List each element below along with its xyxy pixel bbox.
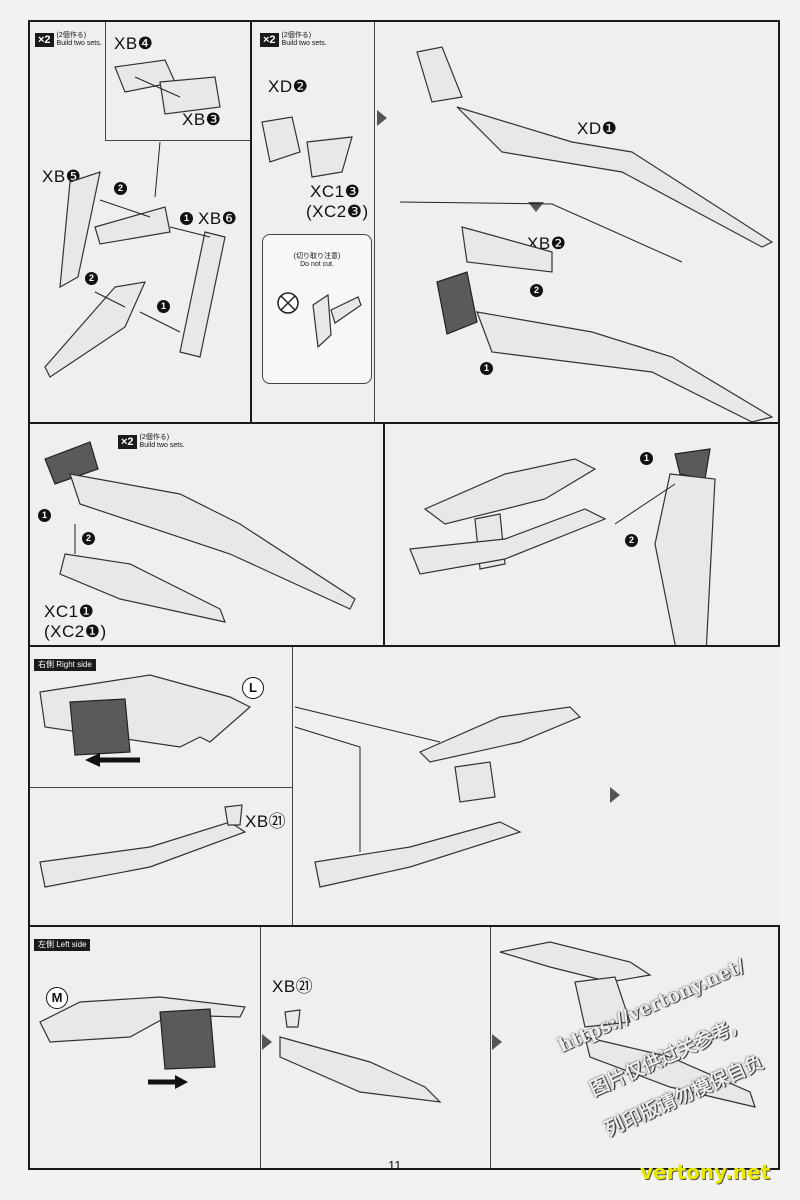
build-two-badge: ×2 (2個作る)Build two sets. [118, 434, 185, 450]
build-two-badge: ×2 (2個作る)Build two sets. [260, 32, 327, 48]
step-1: 1 [157, 300, 170, 313]
left-side-drawing [39, 941, 756, 1108]
step-2: 2 [114, 182, 127, 195]
down-arrow [528, 202, 544, 212]
label-xb21: XB㉑ [272, 977, 314, 996]
badge-jp: (2個作る) [281, 32, 312, 39]
panel-xb-arm: ×2 (2個作る)Build two sets. XB❹ XB❸ XB❺ XB❻… [28, 20, 252, 425]
next-step-arrow [492, 1034, 502, 1050]
x2-mark: ×2 [35, 33, 54, 47]
step-2: 2 [82, 532, 95, 545]
letter-m-icon: M [46, 987, 68, 1009]
right-side-label: 右側 Right side [34, 659, 96, 671]
left-side-label: 左側 Left side [34, 939, 91, 951]
panel-left-side: 左側 Left side M XB㉑ https://vertony.net/ … [28, 925, 780, 1170]
build-two-badge: ×2 (2個作る)Build two sets. [35, 32, 102, 48]
label-xb6: XB❻ [198, 209, 238, 228]
label-xb21: XB㉑ [245, 812, 287, 831]
label-xb4: XB❹ [114, 34, 154, 53]
blade-drawing [44, 441, 356, 623]
badge-en: Build two sets. [139, 442, 185, 449]
next-step-arrow [262, 1034, 272, 1050]
arm-parts-drawing [44, 59, 226, 378]
caution-en: Do not cut. [300, 261, 334, 268]
label-xc11: XC1❶ [44, 602, 95, 621]
x2-mark: ×2 [118, 435, 137, 449]
site-watermark: vertony.net [640, 1160, 771, 1184]
page-number: 11 [388, 1158, 402, 1173]
badge-jp: (2個作る) [56, 32, 87, 39]
next-step-arrow [610, 787, 620, 803]
step-1: 1 [640, 452, 653, 465]
badge-en: Build two sets. [56, 40, 102, 47]
label-xc13: XC1❸ [310, 182, 361, 201]
panel-xc-blade: ×2 (2個作る)Build two sets. 1 2 XC1❶ (XC2❶) [28, 422, 386, 647]
right-side-drawing [39, 674, 582, 888]
badge-en: Build two sets. [281, 40, 327, 47]
no-cut-icon [277, 292, 362, 349]
caution-box: (切り取り注意)Do not cut. [262, 234, 372, 384]
letter-l-icon: L [242, 677, 264, 699]
label-xd1: XD❶ [577, 119, 618, 138]
caution-jp: (切り取り注意) [293, 253, 341, 260]
badge-jp: (2個作る) [139, 434, 170, 441]
x2-mark: ×2 [260, 33, 279, 47]
step-2: 2 [530, 284, 543, 297]
step-1: 1 [480, 362, 493, 375]
label-xd2: XD❷ [268, 77, 309, 96]
wing-drawing [261, 46, 774, 423]
next-step-arrow [377, 110, 387, 126]
panel-xd-wing: ×2 (2個作る)Build two sets. XD❷ XC1❸ (XC2❸)… [250, 20, 780, 425]
label-xc23: (XC2❸) [306, 202, 369, 221]
step-2: 2 [625, 534, 638, 547]
label-xc21: (XC2❶) [44, 622, 107, 641]
step-2: 2 [85, 272, 98, 285]
label-xb3: XB❸ [182, 110, 222, 129]
panel-right-side: 右側 Right side L XB㉑ [28, 645, 780, 927]
step-1: 1 [180, 212, 193, 225]
step-1: 1 [38, 509, 51, 522]
